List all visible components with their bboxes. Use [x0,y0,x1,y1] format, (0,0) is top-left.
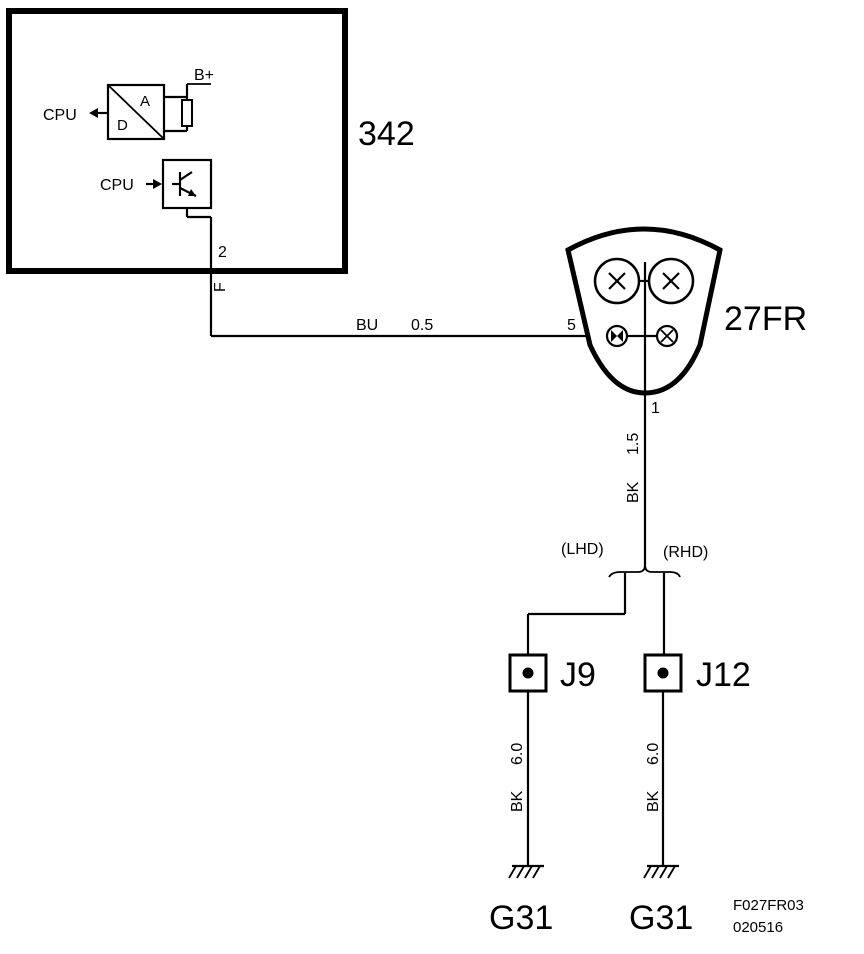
resistor-icon [164,83,211,133]
wire-bk-size: 1.5 [625,433,642,455]
module-342-label: 342 [358,115,415,153]
wire-bu-color: BU [356,317,378,334]
wire-bu-size: 0.5 [411,317,433,334]
wire-j9-size: 6.0 [509,743,526,765]
bulb-small-icon [655,324,679,348]
wire-j9-color: BK [509,790,526,812]
figure-code: F027FR03 [733,897,804,914]
left-arrow-icon [89,108,108,118]
cpu-input-label: CPU [100,177,134,194]
wire-bk-color: BK [625,481,642,503]
module-342-box [6,8,348,274]
right-arrow-icon [146,179,162,189]
transistor-icon [161,158,213,210]
ad-a-label: A [140,93,150,110]
ground-icon [643,864,679,879]
lamp-pin-out: 1 [651,400,660,417]
module-pin-code: F [212,282,229,292]
wire-j12-size: 6.0 [645,743,662,765]
ad-d-label: D [117,117,128,134]
junction-j12-label: J12 [696,656,751,694]
bulb-icon [647,257,695,305]
lamp-label: 27FR [724,300,807,338]
lamp-pin-in: 5 [567,317,576,334]
wire-j12-color: BK [645,790,662,812]
module-pin-label: 2 [218,244,227,261]
junction-j9 [508,653,548,693]
rhd-label: (RHD) [663,544,708,561]
figure-date: 020516 [733,919,783,936]
lhd-label: (LHD) [561,541,604,558]
variant-brace [608,564,681,578]
junction-j12 [643,653,683,693]
bulb-small-icon [605,324,629,348]
bulb-icon [593,257,641,305]
junction-j9-label: J9 [560,656,596,694]
cpu-output-label: CPU [43,107,77,124]
ground-j9-label: G31 [489,899,553,937]
ground-icon [508,864,544,879]
ground-j12-label: G31 [629,899,693,937]
bplus-label: B+ [194,67,214,84]
